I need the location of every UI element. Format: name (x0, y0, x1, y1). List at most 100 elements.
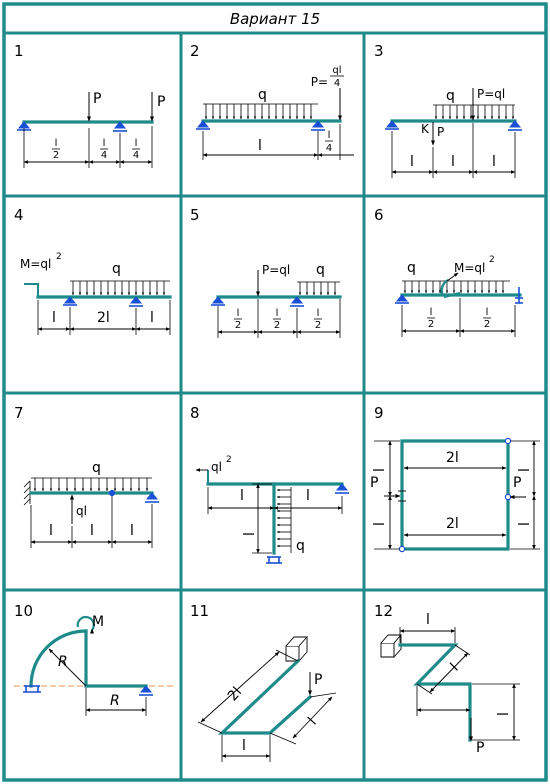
label-l: l (49, 523, 53, 539)
label-ql: ql (332, 65, 341, 76)
scheme-5: P=ql q l 2 l 2 l 2 (211, 262, 342, 338)
pin-support-icon (385, 120, 399, 130)
roller-support-icon (290, 296, 304, 307)
scheme-8: ql 2 q l l l (195, 455, 349, 564)
cell-number-12: 12 (374, 602, 393, 620)
scheme-4: M=ql 2 q l (20, 252, 172, 335)
scheme-7: q ql l l l (23, 460, 159, 548)
label-q: q (258, 87, 267, 103)
label-4: 4 (334, 78, 340, 89)
scheme-9: P P 2l 2l l l l l (370, 437, 540, 553)
scheme-1: P P l 2 l 4 l 4 (17, 91, 165, 168)
hinge-icon (504, 493, 512, 501)
label-l: l (103, 138, 106, 149)
hinge-icon (398, 545, 406, 553)
cell-number-6: 6 (374, 206, 384, 224)
label-4: 4 (133, 150, 139, 161)
pin-support-icon (196, 120, 210, 130)
label-p: P (157, 94, 165, 110)
label-q: q (446, 88, 455, 104)
roller-support-icon (145, 492, 159, 503)
cell-number-3: 3 (374, 42, 384, 60)
label-sup-2: 2 (226, 455, 232, 465)
roller-support-icon (335, 483, 349, 494)
label-2: 2 (428, 319, 434, 330)
label-p: P (513, 475, 521, 491)
label-p-eq-ql: P=ql (477, 87, 505, 101)
block-icon (380, 634, 402, 658)
label-l: l (426, 612, 430, 628)
label-p: P (476, 740, 484, 756)
label-l: l (130, 523, 134, 539)
roller-support-icon (139, 685, 153, 696)
label-l: l (517, 522, 533, 526)
label-l: l (451, 154, 455, 170)
label-l: l (90, 523, 94, 539)
label-ql: ql (211, 460, 222, 474)
label-2l: 2l (446, 516, 459, 532)
roller-support-icon (508, 120, 522, 131)
scheme-2: q P= ql 4 l l 4 (196, 65, 354, 160)
label-q: q (296, 538, 305, 554)
label-l: l (517, 468, 533, 472)
label-p-eq: P= (311, 75, 328, 89)
label-l: l (150, 310, 154, 326)
block-icon (285, 636, 309, 662)
label-l: l (496, 712, 512, 716)
label-l: l (237, 308, 240, 319)
label-2l: 2l (446, 450, 459, 466)
label-p-eq-ql: P=ql (262, 263, 290, 277)
label-q: q (92, 460, 101, 476)
label-2: 2 (274, 320, 280, 331)
roller-support-icon (129, 296, 143, 307)
label-p: P (437, 125, 444, 139)
fixed-support-icon (23, 685, 41, 693)
hinge-icon (108, 489, 116, 497)
label-q: q (316, 262, 325, 278)
label-l: l (242, 532, 258, 536)
label-l: l (486, 307, 489, 318)
roller-support-icon (113, 121, 127, 132)
label-2l: 2l (97, 310, 110, 326)
label-4: 4 (326, 143, 332, 154)
cell-number-9: 9 (374, 404, 384, 422)
label-2: 2 (53, 150, 59, 161)
label-l: l (240, 488, 244, 504)
label-q: q (407, 260, 416, 276)
label-p: P (370, 475, 378, 491)
label-l: l (430, 307, 433, 318)
pin-support-icon (395, 294, 409, 304)
cell-number-5: 5 (190, 206, 200, 224)
roller-support-icon (311, 120, 325, 131)
label-l: l (258, 138, 262, 154)
label-ql: ql (76, 504, 87, 518)
label-2: 2 (235, 320, 241, 331)
cell-number-10: 10 (14, 602, 33, 620)
label-l: l (372, 468, 388, 472)
label-l: l (492, 154, 496, 170)
label-l: l (306, 488, 310, 504)
label-m-eq-ql: M=ql (454, 261, 485, 275)
cell-number-8: 8 (190, 404, 200, 422)
label-sup-2: 2 (56, 252, 62, 262)
cell-number-11: 11 (190, 602, 209, 620)
scheme-6: q M=ql 2 l 2 l 2 (395, 255, 523, 337)
label-sup-2: 2 (489, 255, 495, 265)
label-l: l (55, 138, 58, 149)
variant-title: Вариант 15 (230, 10, 320, 28)
label-l: l (410, 154, 414, 170)
label-4: 4 (101, 150, 107, 161)
cell-number-1: 1 (14, 42, 24, 60)
fixed-support-icon (515, 287, 523, 304)
scheme-11: P 2l l l (197, 636, 337, 762)
label-2l: 2l (225, 684, 245, 704)
fixed-support-icon (266, 556, 282, 564)
label-m: M (92, 614, 104, 630)
pin-support-icon (211, 296, 225, 306)
label-l: l (372, 522, 388, 526)
cell-number-4: 4 (14, 206, 24, 224)
wall-hatch-icon (23, 480, 31, 506)
label-q: q (112, 261, 121, 277)
label-p: P (93, 91, 101, 107)
